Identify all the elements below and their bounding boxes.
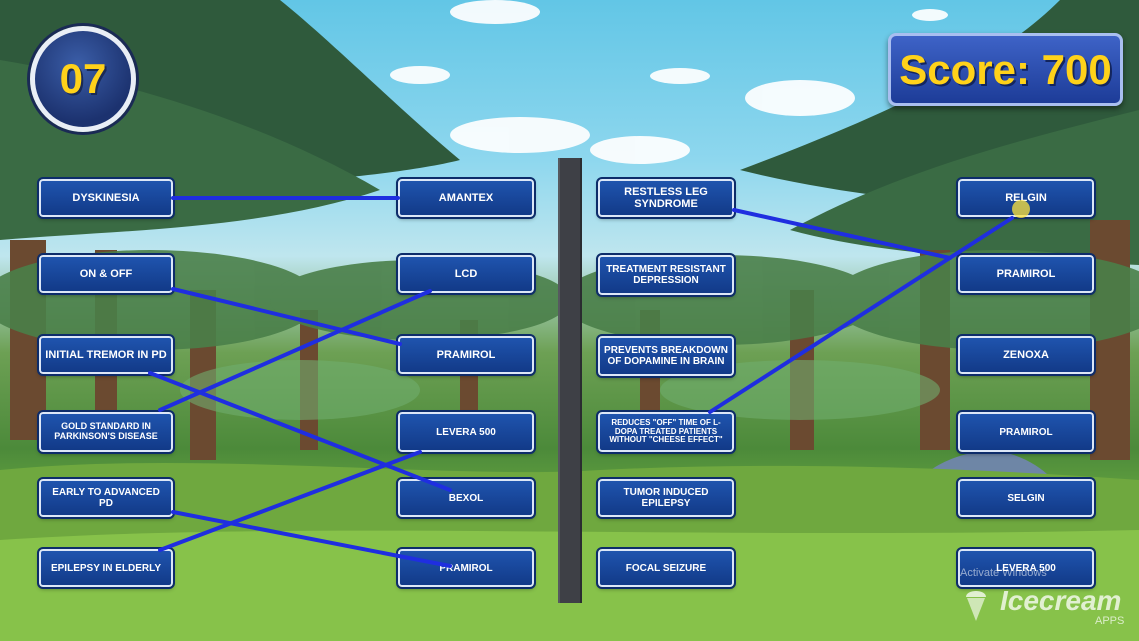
right-item-reduces-off-time[interactable]: REDUCES "OFF" TIME OF L-DOPA TREATED PAT…	[596, 410, 736, 454]
pointer-cursor	[1012, 200, 1030, 218]
left-item-dyskinesia[interactable]: DYSKINESIA	[37, 177, 175, 219]
left-item-early-advanced-pd[interactable]: EARLY TO ADVANCED PD	[37, 477, 175, 519]
right-answer-levera-500[interactable]: LEVERA 500	[956, 547, 1096, 589]
right-answer-pramirol[interactable]: PRAMIROL	[956, 253, 1096, 295]
left-item-initial-tremor[interactable]: INITIAL TREMOR IN PD	[37, 334, 175, 376]
left-answer-pramirol[interactable]: PRAMIROL	[396, 334, 536, 376]
icecream-logo-sub: APPS	[1095, 615, 1125, 627]
center-divider	[558, 158, 582, 603]
left-answer-lcd[interactable]: LCD	[396, 253, 536, 295]
activate-windows-watermark: Activate Windows	[960, 567, 1047, 579]
timer-value: 07	[59, 55, 107, 102]
timer-badge: 07	[30, 26, 136, 132]
left-answer-levera-500[interactable]: LEVERA 500	[396, 410, 536, 454]
right-answer-pramirol-2[interactable]: PRAMIROL	[956, 410, 1096, 454]
left-answer-pramirol-2[interactable]: PRAMIROL	[396, 547, 536, 589]
right-item-focal-seizure[interactable]: FOCAL SEIZURE	[596, 547, 736, 589]
left-item-epilepsy-elderly[interactable]: EPILEPSY IN ELDERLY	[37, 547, 175, 589]
right-item-prevents-breakdown[interactable]: PREVENTS BREAKDOWN OF DOPAMINE IN BRAIN	[596, 334, 736, 378]
right-item-restless-leg[interactable]: RESTLESS LEG SYNDROME	[596, 177, 736, 219]
score-value: Score: 700	[899, 45, 1112, 93]
left-answer-amantex[interactable]: AMANTEX	[396, 177, 536, 219]
left-item-gold-standard[interactable]: GOLD STANDARD IN PARKINSON'S DISEASE	[37, 410, 175, 454]
score-panel: Score: 700	[888, 33, 1123, 106]
right-item-tumor-epilepsy[interactable]: TUMOR INDUCED EPILEPSY	[596, 477, 736, 519]
right-answer-selgin[interactable]: SELGIN	[956, 477, 1096, 519]
right-item-treatment-resistant[interactable]: TREATMENT RESISTANT DEPRESSION	[596, 253, 736, 297]
left-answer-bexol[interactable]: BEXOL	[396, 477, 536, 519]
icecream-logo-icon	[966, 591, 986, 621]
icecream-logo-text: Icecream	[1000, 585, 1122, 616]
left-item-on-off[interactable]: ON & OFF	[37, 253, 175, 295]
right-answer-zenoxa[interactable]: ZENOXA	[956, 334, 1096, 376]
